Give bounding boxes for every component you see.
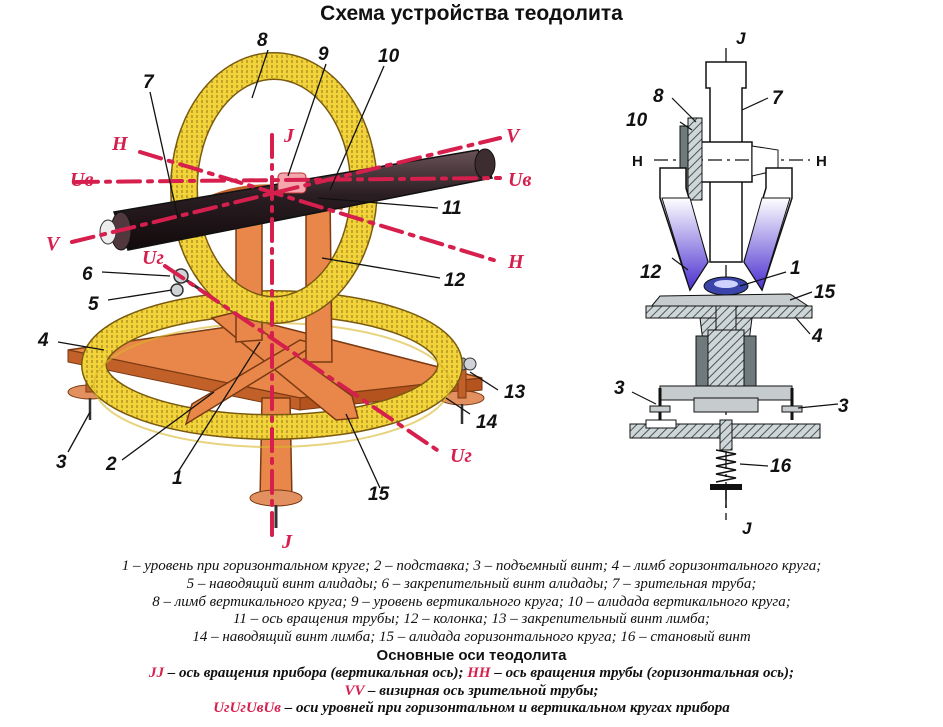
axis-j-top: J bbox=[283, 125, 295, 147]
hh-text: – ось вращения трубы (горизонтальная ось… bbox=[490, 664, 795, 681]
section-label-3-right: 3 bbox=[838, 396, 849, 417]
axis-h-left: H bbox=[111, 133, 129, 155]
axis-ug-right: Uг bbox=[450, 445, 472, 467]
label-5: 5 bbox=[88, 294, 99, 315]
legend-line-1: 1 – уровень при горизонтальном круге; 2 … bbox=[121, 558, 822, 574]
label-15: 15 bbox=[368, 484, 390, 505]
axes-heading: Основные оси теодолита bbox=[376, 646, 567, 664]
label-13: 13 bbox=[504, 382, 526, 403]
hh-key: HH bbox=[467, 664, 491, 681]
legend-line-5: 14 – наводящий винт лимба; 15 – алидада … bbox=[192, 629, 751, 646]
telescope-tube bbox=[99, 148, 496, 251]
jj-text: – ось вращения прибора (вертикальная ось… bbox=[163, 664, 468, 681]
axis-v-right: V bbox=[506, 125, 521, 147]
label-4: 4 bbox=[37, 330, 49, 351]
axis-uv-right: Uв bbox=[508, 169, 531, 191]
label-12: 12 bbox=[444, 270, 466, 291]
section-label-16: 16 bbox=[770, 456, 792, 477]
jj-key: JJ bbox=[148, 664, 164, 681]
theodolite-diagram: 8 9 10 7 11 12 6 5 4 3 2 1 13 14 15 J J … bbox=[37, 29, 849, 553]
section-label-12: 12 bbox=[640, 262, 662, 283]
axis-j-bottom: J bbox=[281, 531, 293, 553]
label-3: 3 bbox=[56, 452, 67, 473]
axis-uv-left: Uв bbox=[70, 169, 93, 191]
axis-ug-left: Uг bbox=[142, 247, 164, 269]
label-8: 8 bbox=[257, 30, 268, 51]
label-11: 11 bbox=[442, 198, 462, 219]
axes-line-u: UгUгUвUв – оси уровней при горизонтально… bbox=[0, 700, 943, 718]
axis-v-left: V bbox=[46, 233, 61, 255]
axes-lines bbox=[70, 133, 502, 538]
section-label-8: 8 bbox=[653, 86, 664, 107]
section-leader-lines bbox=[631, 97, 839, 467]
axes-line-vv: VV – визирная ось зрительной трубы; bbox=[0, 683, 943, 701]
legend-line-2: 5 – наводящий винт алидады; 6 – закрепит… bbox=[186, 575, 757, 592]
section-label-10: 10 bbox=[626, 110, 648, 131]
section-axis-j-bottom: J bbox=[742, 519, 752, 538]
axes-line-jj-hh: JJ – ось вращения прибора (вертикальная … bbox=[0, 665, 943, 683]
section-label-3-left: 3 bbox=[614, 378, 625, 399]
label-9: 9 bbox=[318, 44, 329, 65]
section-label-4: 4 bbox=[811, 326, 823, 347]
theodolite-3d-view: 8 9 10 7 11 12 6 5 4 3 2 1 13 14 15 J J … bbox=[37, 30, 531, 553]
label-14: 14 bbox=[476, 412, 498, 433]
label-2: 2 bbox=[105, 454, 117, 475]
section-label-7: 7 bbox=[772, 88, 784, 109]
legend-line-3: 8 – лимб вертикального круга; 9 – уровен… bbox=[152, 593, 791, 610]
section-axis-j-top: J bbox=[736, 29, 746, 48]
legend-line-4: 11 – ось вращения трубы; 12 – колонка; 1… bbox=[232, 611, 711, 628]
label-1: 1 bbox=[172, 468, 183, 489]
theodolite-section-view: 7 8 10 12 1 15 4 3 3 16 J J H H bbox=[614, 29, 849, 538]
axis-h-right: H bbox=[507, 251, 525, 273]
diagram-title: Схема устройства теодолита bbox=[320, 2, 623, 25]
legend: 1 – уровень при горизонтальном круге; 2 … bbox=[0, 558, 943, 718]
section-label-15: 15 bbox=[814, 282, 836, 303]
u-key: UгUгUвUв bbox=[213, 700, 282, 717]
section-axis-h-right: H bbox=[816, 153, 827, 170]
section-axis-h-left: H bbox=[632, 153, 643, 170]
label-6: 6 bbox=[82, 264, 93, 285]
u-text: – оси уровней при горизонтальном и верти… bbox=[281, 700, 730, 717]
vv-key: VV bbox=[344, 682, 365, 699]
vv-text: – визирная ось зрительной трубы; bbox=[364, 682, 599, 699]
section-label-1: 1 bbox=[790, 258, 801, 279]
label-10: 10 bbox=[378, 46, 400, 67]
label-7: 7 bbox=[143, 72, 155, 93]
leader-lines bbox=[57, 49, 499, 489]
